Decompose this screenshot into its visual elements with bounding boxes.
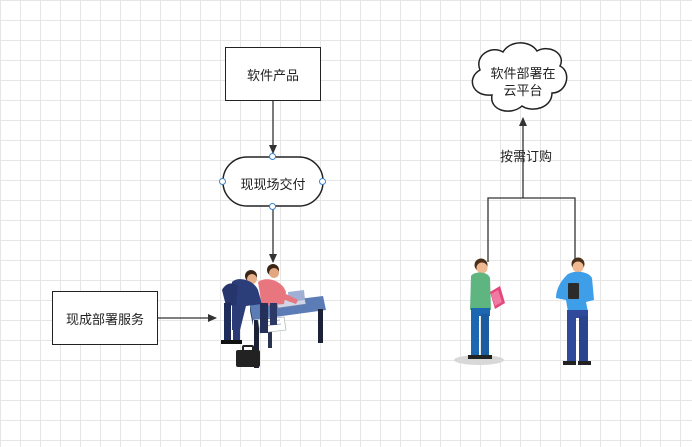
two-people-illustration [454, 258, 594, 366]
cloud-label-line-1: 软件部署在 [476, 66, 570, 83]
edge-order-left[interactable] [488, 198, 523, 262]
onsite-deploy-service-label: 现成部署服务 [66, 309, 144, 328]
edge-order-right[interactable] [523, 198, 575, 262]
software-product-node[interactable]: 软件产品 [225, 47, 321, 101]
right-connection-handle[interactable] [319, 178, 326, 185]
top-connection-handle[interactable] [269, 153, 276, 160]
onsite-deploy-service-node[interactable]: 现成部署服务 [52, 291, 158, 345]
bottom-connection-handle[interactable] [269, 203, 276, 210]
onsite-delivery-label: 现现场交付 [223, 174, 323, 193]
cloud-node-label: 软件部署在 云平台 [476, 66, 570, 100]
team-at-desk-illustration [221, 264, 326, 368]
on-demand-edge-label: 按需订购 [500, 146, 552, 165]
cloud-label-line-2: 云平台 [476, 83, 570, 100]
software-product-label: 软件产品 [247, 65, 299, 84]
left-connection-handle[interactable] [219, 178, 226, 185]
